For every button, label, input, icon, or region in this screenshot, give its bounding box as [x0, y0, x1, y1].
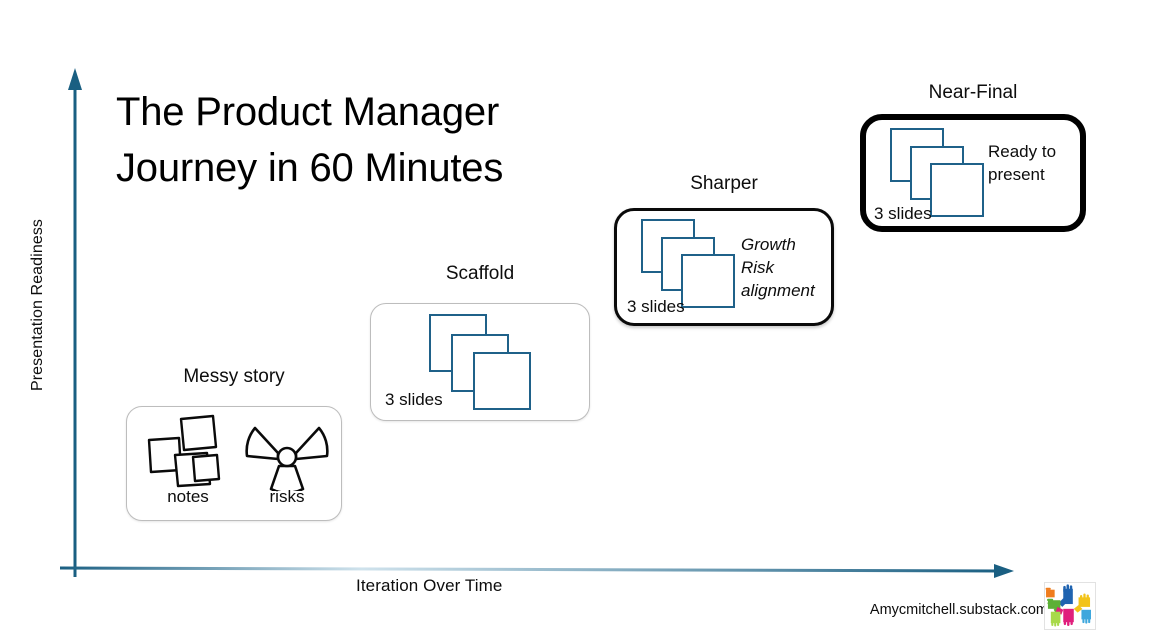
credit-text: Amycmitchell.substack.com [869, 602, 1048, 618]
page-title-line-2: Journey in 60 Minutes [116, 146, 504, 190]
slides-count-near-final: 3 slides [874, 204, 932, 223]
stage-card-sharper[interactable]: Growth Risk alignment 3 slides [614, 208, 834, 326]
slides-count-scaffold: 3 slides [385, 390, 443, 409]
side-note-line-2: present [988, 165, 1045, 184]
x-axis-label: Iteration Over Time [356, 576, 503, 595]
page-title-line-1: The Product Manager [116, 90, 500, 134]
side-note-line-2: Risk [741, 258, 775, 277]
stage-title-scaffold: Scaffold [445, 263, 515, 284]
slide-stack-scaffold [429, 314, 549, 410]
slide-square-3 [473, 352, 531, 410]
side-note-line-1: Ready to [988, 142, 1057, 161]
icon-caption-risks: risks [269, 487, 305, 506]
stage-title-sharper: Sharper [690, 173, 758, 194]
stage-title-near-final: Near-Final [928, 82, 1018, 103]
side-note-line-3: alignment [741, 281, 815, 300]
sticky-notes-icon [143, 413, 233, 493]
page-title: The Product Manager Journey in 60 Minute… [116, 84, 636, 196]
y-axis-label: Presentation Readiness [29, 218, 46, 392]
stage-card-messy-story[interactable]: notes risks [126, 406, 342, 521]
slide-square-3 [681, 254, 735, 308]
stage-card-scaffold[interactable]: 3 slides [370, 303, 590, 421]
slide-stack-near-final [890, 128, 1006, 220]
radiation-hazard-icon [245, 413, 329, 494]
slides-count-sharper: 3 slides [627, 297, 685, 316]
stage-title-messy-story: Messy story [183, 366, 285, 387]
slide-square-3 [930, 163, 984, 217]
side-note-near-final: Ready to present [988, 140, 1056, 186]
slide-stack-sharper [641, 219, 757, 311]
colorful-hands-logo [1044, 582, 1096, 630]
stage-card-near-final[interactable]: Ready to present 3 slides [860, 114, 1086, 232]
side-note-sharper: Growth Risk alignment [741, 233, 815, 302]
side-note-line-1: Growth [741, 235, 796, 254]
icon-caption-notes: notes [167, 487, 209, 506]
